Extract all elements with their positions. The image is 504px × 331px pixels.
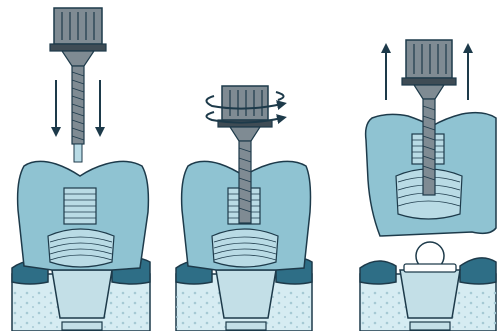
implant-body [51, 269, 113, 319]
implant-body [215, 269, 277, 319]
gum [359, 257, 497, 285]
implant-body [399, 269, 461, 319]
panel-step-3 [359, 39, 497, 331]
panel-step-2 [175, 85, 313, 331]
driver-tool [49, 7, 107, 163]
rotate-arrow-icon [205, 91, 287, 124]
abutment-threads [47, 228, 115, 268]
panel-step-1 [11, 7, 151, 331]
driver-tool [401, 39, 457, 196]
abutment-threads [211, 228, 279, 268]
